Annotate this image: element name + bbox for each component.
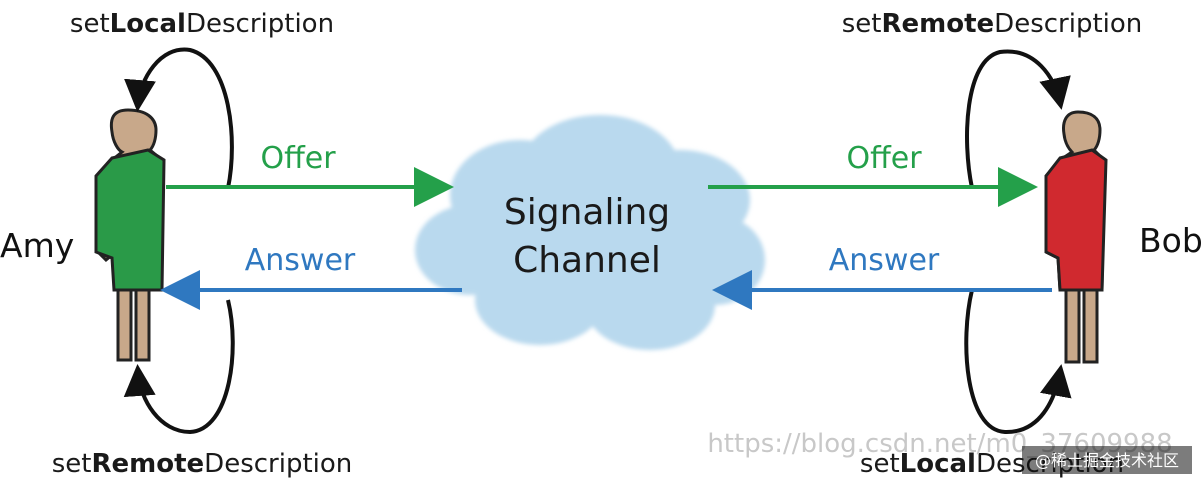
call-label-right-top: setRemoteDescription <box>842 9 1143 39</box>
person-amy-icon <box>94 108 166 362</box>
call-label-left-top: setLocalDescription <box>70 9 334 39</box>
loop-arrow-right-bottom <box>964 289 1072 435</box>
offer-label-left: Offer <box>260 141 336 176</box>
watermark-bg <box>1022 446 1192 474</box>
offer-label-right: Offer <box>846 141 922 176</box>
loop-arrow-right-top <box>965 49 1071 189</box>
signaling-cloud: Signaling Channel <box>415 115 765 350</box>
call-label-left-bottom: setRemoteDescription <box>52 449 353 479</box>
loop-arrow-left-bottom <box>123 299 235 435</box>
cloud-label-line2: Channel <box>513 240 661 281</box>
answer-label-left: Answer <box>245 243 356 278</box>
participant-name-left: Amy <box>0 226 74 265</box>
participant-name-right: Bob <box>1139 221 1202 260</box>
watermark-site: @稀土掘金技术社区 <box>1035 451 1179 470</box>
cloud-label-line1: Signaling <box>504 192 670 233</box>
loop-arrow-left-top <box>124 47 234 189</box>
person-bob-icon <box>1044 110 1108 364</box>
answer-label-right: Answer <box>829 243 940 278</box>
